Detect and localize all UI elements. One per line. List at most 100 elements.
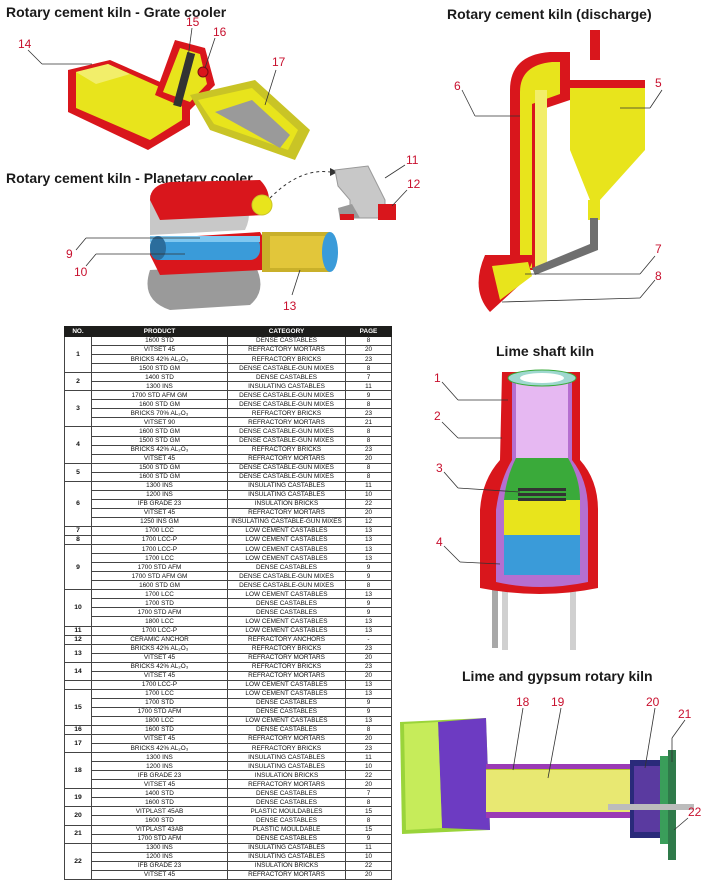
cell-page: 20 [345,779,392,790]
cell-group-no [64,679,92,690]
cell-page: 23 [345,408,392,419]
callout-4: 4 [436,535,443,549]
cell-product: 1300 INS [91,381,228,392]
cell-category: INSULATING CASTABLES [227,761,346,772]
cell-group-no: 6 [64,480,92,527]
cell-category: DENSE CASTABLES [227,833,346,844]
cell-product: 1700 LCC-P [91,535,228,546]
callout-3: 3 [436,461,443,475]
title-lime-gypsum-kiln: Lime and gypsum rotary kiln [462,668,653,684]
cell-category: INSULATING CASTABLES [227,381,346,392]
callout-16: 16 [213,25,227,39]
cell-category: LOW CEMENT CASTABLES [227,715,346,727]
cell-product: VITSET 45 [91,734,228,745]
cell-category: INSULATING CASTABLES [227,489,346,500]
cell-product: 1700 LCC [91,525,228,537]
cell-category: DENSE CASTABLES [227,706,346,717]
cell-group-no: 20 [64,806,92,826]
cell-group-no: 7 [64,525,92,537]
cell-page: 12 [345,516,392,527]
cell-group-no: 5 [64,462,92,482]
cell-page: 9 [345,706,392,717]
cell-page: 8 [345,399,392,410]
cell-page: 15 [345,806,392,817]
cell-product: 1250 INS GM [91,516,228,527]
cell-category: REFRACTORY MORTARS [227,734,346,745]
callout-13: 13 [283,299,297,313]
cell-category: DENSE CASTABLE-GUN MIXES [227,399,346,410]
cell-category: REFRACTORY MORTARS [227,345,346,356]
cell-product: 1200 INS [91,851,228,862]
cell-product: IFB GRADE 23 [91,860,228,871]
cell-page: 13 [345,544,392,555]
title-lime-shaft-kiln: Lime shaft kiln [496,343,595,359]
cell-category: DENSE CASTABLE-GUN MIXES [227,363,346,374]
cell-page: 23 [345,743,392,754]
cell-category: LOW CEMENT CASTABLES [227,616,346,627]
cell-page: 11 [345,381,392,392]
cell-group-no: 14 [64,661,92,681]
cell-page: 20 [345,670,392,681]
cell-product: VITSET 45 [91,453,228,464]
cell-page: 10 [345,489,392,500]
cell-product: 1700 STD [91,697,228,708]
cell-group-no: 11 [64,625,92,636]
cell-group-no: 19 [64,788,92,808]
cell-page: 9 [345,598,392,609]
callout-6: 6 [454,79,461,93]
callout-5: 5 [655,76,662,90]
cell-product: 1600 STD GM [91,426,228,437]
cell-page: 13 [345,525,392,537]
cell-product: BRICKS 42% AL₂O₃ [91,444,228,455]
cell-category: REFRACTORY ANCHORS [227,634,346,645]
cell-category: LOW CEMENT CASTABLES [227,544,346,555]
cell-category: INSULATION BRICKS [227,860,346,871]
cell-category: DENSE CASTABLES [227,725,346,736]
cell-category: REFRACTORY MORTARS [227,652,346,663]
callout-19: 19 [551,695,565,709]
callout-20: 20 [646,695,660,709]
cell-category: DENSE CASTABLES [227,372,346,383]
cell-category: REFRACTORY MORTARS [227,453,346,464]
cell-page: 11 [345,480,392,491]
title-discharge: Rotary cement kiln (discharge) [447,6,652,22]
cell-category: INSULATING CASTABLES [227,851,346,862]
cell-page: 11 [345,842,392,853]
cell-product: 1200 INS [91,761,228,772]
cell-page: 8 [345,335,392,347]
cell-category: REFRACTORY BRICKS [227,743,346,754]
callout-12: 12 [407,177,421,191]
cell-category: DENSE CASTABLE-GUN MIXES [227,571,346,582]
callout-8: 8 [655,269,662,283]
cell-product: 1400 STD [91,788,228,799]
callout-21: 21 [678,707,692,721]
cell-category: DENSE CASTABLES [227,697,346,708]
cell-page: 11 [345,752,392,763]
